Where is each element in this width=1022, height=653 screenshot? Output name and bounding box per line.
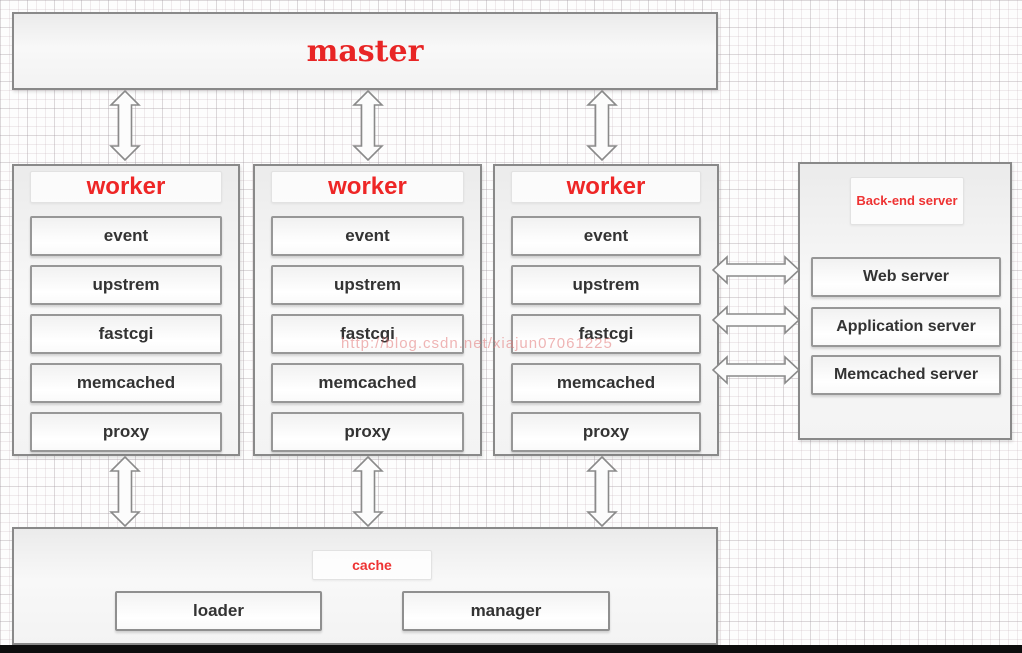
module-label: upstrem [92,275,160,294]
server-label: Memcached server [833,366,979,383]
manager-box: manager [402,591,610,631]
cache-module-label: manager [470,601,542,620]
module-memcached: memcached [511,363,701,403]
module-label: fastcgi [340,324,395,343]
memcached-server-box: Memcached server [811,355,1001,395]
module-upstrem: upstrem [271,265,464,305]
master-label: master [306,33,424,69]
module-event: event [511,216,701,256]
module-event: event [30,216,222,256]
module-upstrem: upstrem [511,265,701,305]
module-fastcgi: fastcgi [271,314,464,354]
bidirectional-arrow-icon [351,456,385,527]
bidirectional-arrow-icon [351,90,385,161]
loader-box: loader [115,591,322,631]
module-label: proxy [582,422,630,441]
module-label: memcached [556,373,656,392]
worker-title: worker [30,171,222,203]
worker-title: worker [511,171,701,203]
server-label: Web server [863,268,949,285]
cache-box: cache loader manager [12,527,718,645]
worker-title: worker [271,171,464,203]
cache-title-label: cache [352,557,392,573]
cache-title: cache [312,550,432,580]
module-fastcgi: fastcgi [511,314,701,354]
module-label: memcached [76,373,176,392]
bidirectional-arrow-icon [585,90,619,161]
module-label: event [345,226,390,245]
module-label: event [103,226,149,245]
master-process-box: master [12,12,718,90]
module-label: fastcgi [578,324,634,343]
backend-title: Back-end server [850,177,964,225]
module-label: memcached [318,373,417,392]
module-label: proxy [344,422,391,441]
module-label: proxy [102,422,150,441]
worker-title-label: worker [566,173,646,200]
bidirectional-arrow-icon [108,456,142,527]
cache-module-label: loader [192,601,245,620]
bidirectional-arrow-icon [712,305,800,335]
bidirectional-arrow-icon [712,355,800,385]
bidirectional-arrow-icon [585,456,619,527]
module-event: event [271,216,464,256]
web-server-box: Web server [811,257,1001,297]
module-upstrem: upstrem [30,265,222,305]
server-label: Application server [836,318,976,335]
worker-process-box-2: worker event upstrem fastcgi memcached p… [253,164,482,456]
module-label: upstrem [333,275,402,294]
module-proxy: proxy [271,412,464,452]
module-label: event [583,226,629,245]
backend-title-label: Back-end server [856,193,958,209]
worker-title-label: worker [328,173,407,200]
application-server-box: Application server [811,307,1001,347]
worker-process-box-3: worker event upstrem fastcgi memcached p… [493,164,719,456]
module-label: fastcgi [98,324,154,343]
module-proxy: proxy [30,412,222,452]
bidirectional-arrow-icon [108,90,142,161]
module-proxy: proxy [511,412,701,452]
worker-process-box-1: worker event upstrem fastcgi memcached p… [12,164,240,456]
module-label: upstrem [572,275,640,294]
backend-server-box: Back-end server Web server Application s… [798,162,1012,440]
bidirectional-arrow-icon [712,255,800,285]
module-memcached: memcached [271,363,464,403]
module-fastcgi: fastcgi [30,314,222,354]
module-memcached: memcached [30,363,222,403]
worker-title-label: worker [86,173,166,200]
bottom-black-bar [0,645,1022,653]
